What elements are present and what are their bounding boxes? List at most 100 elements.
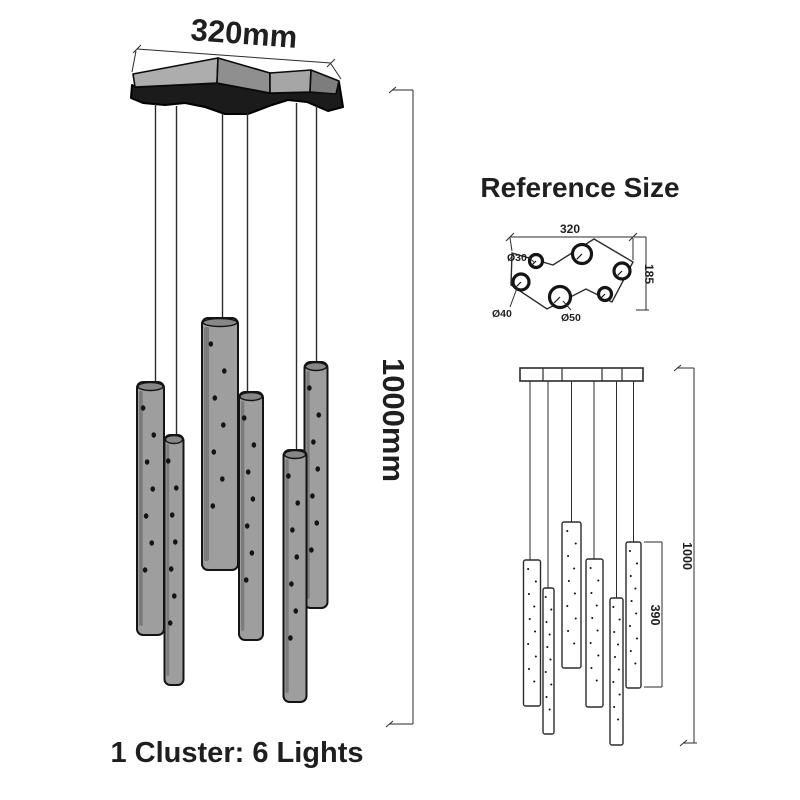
dim-tick bbox=[385, 720, 394, 728]
led-dot bbox=[618, 693, 621, 696]
led-dot bbox=[544, 595, 547, 599]
front-view: 1000 390 bbox=[519, 364, 697, 747]
led-dot bbox=[171, 593, 177, 599]
led-dot bbox=[309, 547, 314, 553]
led-dot bbox=[527, 592, 530, 596]
led-dot bbox=[245, 469, 251, 475]
top-view-depth-label: 185 bbox=[642, 264, 656, 284]
height-dimension-label: 1000mm bbox=[376, 358, 411, 482]
dim-tick bbox=[388, 86, 397, 94]
led-dot bbox=[527, 642, 530, 646]
led-dot bbox=[221, 422, 226, 428]
led-dot bbox=[617, 668, 620, 671]
led-dot bbox=[567, 579, 570, 583]
led-dot bbox=[550, 608, 553, 611]
led-dot bbox=[613, 705, 616, 709]
led-dot bbox=[173, 485, 179, 491]
led-dot bbox=[596, 629, 599, 632]
led-dot bbox=[612, 605, 615, 609]
main-tubes bbox=[136, 317, 329, 703]
led-dot bbox=[635, 612, 638, 615]
dim-tick bbox=[326, 58, 336, 68]
led-dot bbox=[150, 486, 156, 492]
pendant-tube-top-cap bbox=[137, 381, 164, 392]
led-dot bbox=[251, 442, 257, 448]
hole-tick bbox=[516, 281, 522, 287]
led-dot bbox=[566, 529, 569, 533]
dim-tick bbox=[132, 44, 142, 54]
led-dot bbox=[250, 496, 256, 502]
top-view: 320 185 Ø30 Ø40 Ø50 bbox=[492, 222, 656, 324]
led-dot bbox=[630, 599, 633, 603]
dim-extension-line bbox=[131, 50, 137, 73]
led-dot bbox=[634, 662, 637, 665]
led-dot bbox=[167, 620, 173, 626]
led-dot bbox=[597, 654, 600, 657]
ceiling-bar bbox=[519, 367, 644, 382]
led-dot bbox=[310, 493, 315, 499]
led-dot bbox=[294, 554, 300, 560]
led-dot bbox=[534, 655, 537, 658]
led-dot bbox=[628, 549, 632, 553]
tube-outline bbox=[585, 558, 604, 708]
pendant-tube-shade bbox=[139, 391, 143, 626]
led-dot bbox=[573, 592, 576, 595]
canopy-top-face-left bbox=[132, 57, 219, 88]
pendant-tube-shade bbox=[241, 401, 245, 631]
hole-tick bbox=[601, 293, 606, 298]
pendant-tube-top-cap bbox=[202, 317, 238, 328]
led-dot bbox=[634, 587, 637, 590]
height-dimension: 1000mm bbox=[376, 86, 414, 728]
led-dot bbox=[168, 566, 174, 572]
main-3d-view: 320mm 1000mm 1 Cluster: 6 Lights bbox=[111, 12, 414, 769]
width-dimension: 320mm bbox=[131, 12, 342, 80]
top-view-holes bbox=[511, 242, 632, 310]
led-dot bbox=[244, 523, 250, 529]
tube-outline bbox=[561, 521, 582, 669]
tube-outline bbox=[542, 587, 555, 735]
led-dot bbox=[307, 385, 312, 391]
led-dot bbox=[140, 405, 146, 411]
cluster-caption: 1 Cluster: 6 Lights bbox=[111, 737, 364, 769]
led-dot bbox=[533, 605, 536, 608]
led-dot bbox=[566, 604, 569, 608]
led-dot bbox=[533, 680, 536, 683]
led-dot bbox=[548, 633, 551, 636]
led-dot bbox=[243, 577, 249, 583]
hole-tick bbox=[553, 296, 561, 304]
front-bar bbox=[519, 367, 644, 382]
top-view-depth-dimension: 185 bbox=[634, 236, 656, 311]
led-dot bbox=[534, 580, 537, 583]
led-dot bbox=[288, 635, 293, 641]
led-dot bbox=[550, 683, 553, 686]
led-dot bbox=[590, 666, 593, 670]
led-dot bbox=[589, 566, 592, 570]
led-dot bbox=[595, 604, 598, 607]
led-dot bbox=[249, 550, 255, 556]
led-dot bbox=[567, 554, 570, 558]
led-dot bbox=[573, 567, 576, 570]
pendant-tube-shade bbox=[204, 327, 210, 561]
led-dot bbox=[548, 708, 551, 711]
hole-tick bbox=[617, 270, 623, 276]
width-dimension-label: 320mm bbox=[189, 12, 298, 55]
dim-line bbox=[136, 48, 332, 64]
leader-line bbox=[527, 256, 535, 263]
led-dot bbox=[528, 617, 531, 621]
led-dot bbox=[613, 630, 616, 634]
led-dot bbox=[295, 500, 301, 506]
led-dot bbox=[616, 718, 620, 721]
led-dot bbox=[545, 620, 548, 624]
hole-label-d40: Ø40 bbox=[492, 308, 512, 320]
hole-label-d30: Ø30 bbox=[507, 252, 527, 264]
led-dot bbox=[546, 645, 549, 649]
hole-label-d50: Ø50 bbox=[561, 312, 581, 324]
led-dot bbox=[149, 540, 155, 546]
dim-extension-line bbox=[509, 237, 513, 252]
led-dot bbox=[574, 542, 577, 545]
hole-tick bbox=[576, 253, 583, 260]
leader-line bbox=[562, 300, 572, 311]
led-dot bbox=[316, 412, 322, 418]
